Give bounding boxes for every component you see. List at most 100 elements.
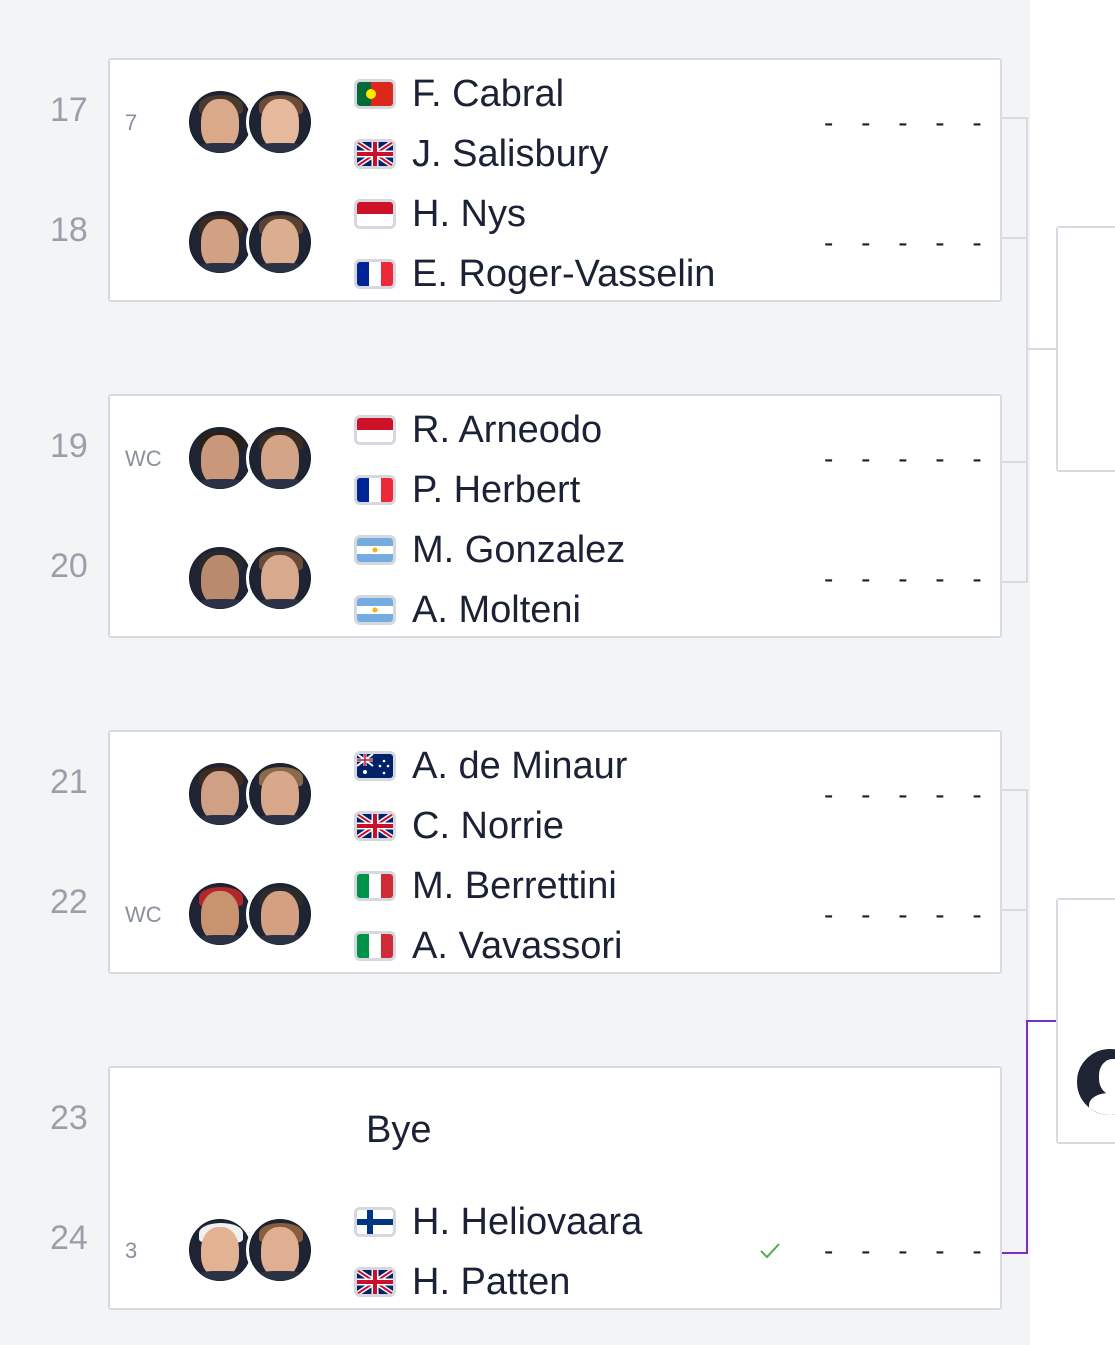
- france-flag: [354, 259, 396, 289]
- player-avatar: [246, 424, 314, 492]
- match-card[interactable]: Bye 3 H. Heliovaara H. Patten - - - - -: [108, 1066, 1002, 1310]
- finland-flag: [354, 1207, 396, 1237]
- player-avatar: [186, 880, 254, 948]
- draw-position: 21: [50, 763, 88, 801]
- score-placeholder: - - - - -: [824, 779, 992, 810]
- player-avatar: [246, 88, 314, 156]
- bracket-line: [1026, 117, 1028, 583]
- portugal-flag: [354, 79, 396, 109]
- player-row[interactable]: J. Salisbury: [354, 132, 608, 176]
- bracket-line: [1002, 581, 1028, 583]
- bracket-line: [1028, 348, 1056, 350]
- draw-position: 17: [50, 91, 88, 129]
- team-avatars: [186, 88, 318, 158]
- team-avatars: [186, 1216, 318, 1286]
- winner-path-line: [1028, 1020, 1056, 1022]
- player-avatar: [246, 544, 314, 612]
- player-avatar: [186, 1216, 254, 1284]
- player-avatar: [246, 880, 314, 948]
- bracket-line: [1002, 117, 1028, 119]
- winner-path-line: [1026, 1020, 1028, 1254]
- draw-position: 24: [50, 1219, 88, 1257]
- player-row[interactable]: A. Vavassori: [354, 924, 622, 968]
- player-name: A. Molteni: [412, 589, 581, 631]
- winner-path-line: [1002, 1252, 1028, 1254]
- seed-label: WC: [125, 446, 162, 471]
- monaco-flag: [354, 199, 396, 229]
- player-row[interactable]: A. Molteni: [354, 588, 581, 632]
- bracket-line: [1002, 909, 1028, 911]
- draw-position: 18: [50, 211, 88, 249]
- italy-flag: [354, 931, 396, 961]
- score-placeholder: - - - - -: [824, 443, 992, 474]
- score-placeholder: - - - - -: [824, 899, 992, 930]
- score-placeholder: - - - - -: [824, 227, 992, 258]
- bye-label: Bye: [366, 1109, 432, 1151]
- argentina-flag: [354, 595, 396, 625]
- player-name: M. Gonzalez: [412, 529, 626, 571]
- player-name: C. Norrie: [412, 805, 565, 847]
- match-card[interactable]: 7 F. Cabral J. Salisbury - - - - - H. Ny…: [108, 58, 1002, 302]
- check-icon: [760, 1243, 780, 1259]
- player-row[interactable]: M. Berrettini: [354, 864, 617, 908]
- player-row[interactable]: A. de Minaur: [354, 744, 627, 788]
- seed-label: WC: [125, 902, 162, 927]
- australia-flag: [354, 751, 396, 781]
- team-avatars: [186, 208, 318, 278]
- team-avatars: [186, 424, 318, 494]
- draw-position: 23: [50, 1099, 88, 1137]
- player-row[interactable]: R. Arneodo: [354, 408, 602, 452]
- team-avatars: [186, 544, 318, 614]
- italy-flag: [354, 871, 396, 901]
- team-avatars: [186, 880, 318, 950]
- draw-position: 20: [50, 547, 88, 585]
- player-name: E. Roger-Vasselin: [412, 253, 716, 295]
- next-round-card[interactable]: [1056, 226, 1115, 472]
- player-row[interactable]: M. Gonzalez: [354, 528, 625, 572]
- player-name: A. Vavassori: [412, 925, 623, 967]
- bracket-line: [1002, 237, 1028, 239]
- player-row[interactable]: C. Norrie: [354, 804, 564, 848]
- player-avatar: [1074, 1046, 1115, 1118]
- france-flag: [354, 475, 396, 505]
- bracket-line: [1002, 461, 1028, 463]
- player-avatar: [186, 208, 254, 276]
- player-avatar: [186, 88, 254, 156]
- player-row[interactable]: H. Patten: [354, 1260, 570, 1304]
- player-row[interactable]: P. Herbert: [354, 468, 580, 512]
- player-row[interactable]: E. Roger-Vasselin: [354, 252, 715, 296]
- bracket-line: [1002, 789, 1028, 791]
- match-card[interactable]: A. de Minaur C. Norrie - - - - - WC M. B…: [108, 730, 1002, 974]
- bracket-line: [1026, 789, 1028, 1021]
- player-name: F. Cabral: [412, 73, 565, 115]
- player-name: J. Salisbury: [412, 133, 609, 175]
- player-avatar: [186, 544, 254, 612]
- player-name: R. Arneodo: [412, 409, 603, 451]
- player-avatar: [186, 760, 254, 828]
- score-placeholder: - - - - -: [824, 563, 992, 594]
- player-name: A. de Minaur: [412, 745, 628, 787]
- player-row[interactable]: H. Nys: [354, 192, 526, 236]
- player-name: H. Patten: [412, 1261, 571, 1303]
- player-name: P. Herbert: [412, 469, 581, 511]
- player-name: H. Nys: [412, 193, 526, 235]
- player-avatar: [246, 208, 314, 276]
- seed-label: 7: [125, 110, 138, 135]
- player-name: H. Heliovaara: [412, 1201, 643, 1243]
- monaco-flag: [354, 415, 396, 445]
- player-row[interactable]: H. Heliovaara: [354, 1200, 642, 1244]
- argentina-flag: [354, 535, 396, 565]
- score-placeholder: - - - - -: [824, 107, 992, 138]
- match-card[interactable]: WC R. Arneodo P. Herbert - - - - - M. Go…: [108, 394, 1002, 638]
- seed-label: 3: [125, 1238, 138, 1263]
- team-avatars: [186, 760, 318, 830]
- next-round-card[interactable]: [1056, 898, 1115, 1144]
- player-avatar: [246, 760, 314, 828]
- uk-flag: [354, 139, 396, 169]
- draw-position: 19: [50, 427, 88, 465]
- draw-position: 22: [50, 883, 88, 921]
- uk-flag: [354, 1267, 396, 1297]
- player-name: M. Berrettini: [412, 865, 617, 907]
- player-row[interactable]: F. Cabral: [354, 72, 564, 116]
- score-placeholder: - - - - -: [824, 1235, 992, 1266]
